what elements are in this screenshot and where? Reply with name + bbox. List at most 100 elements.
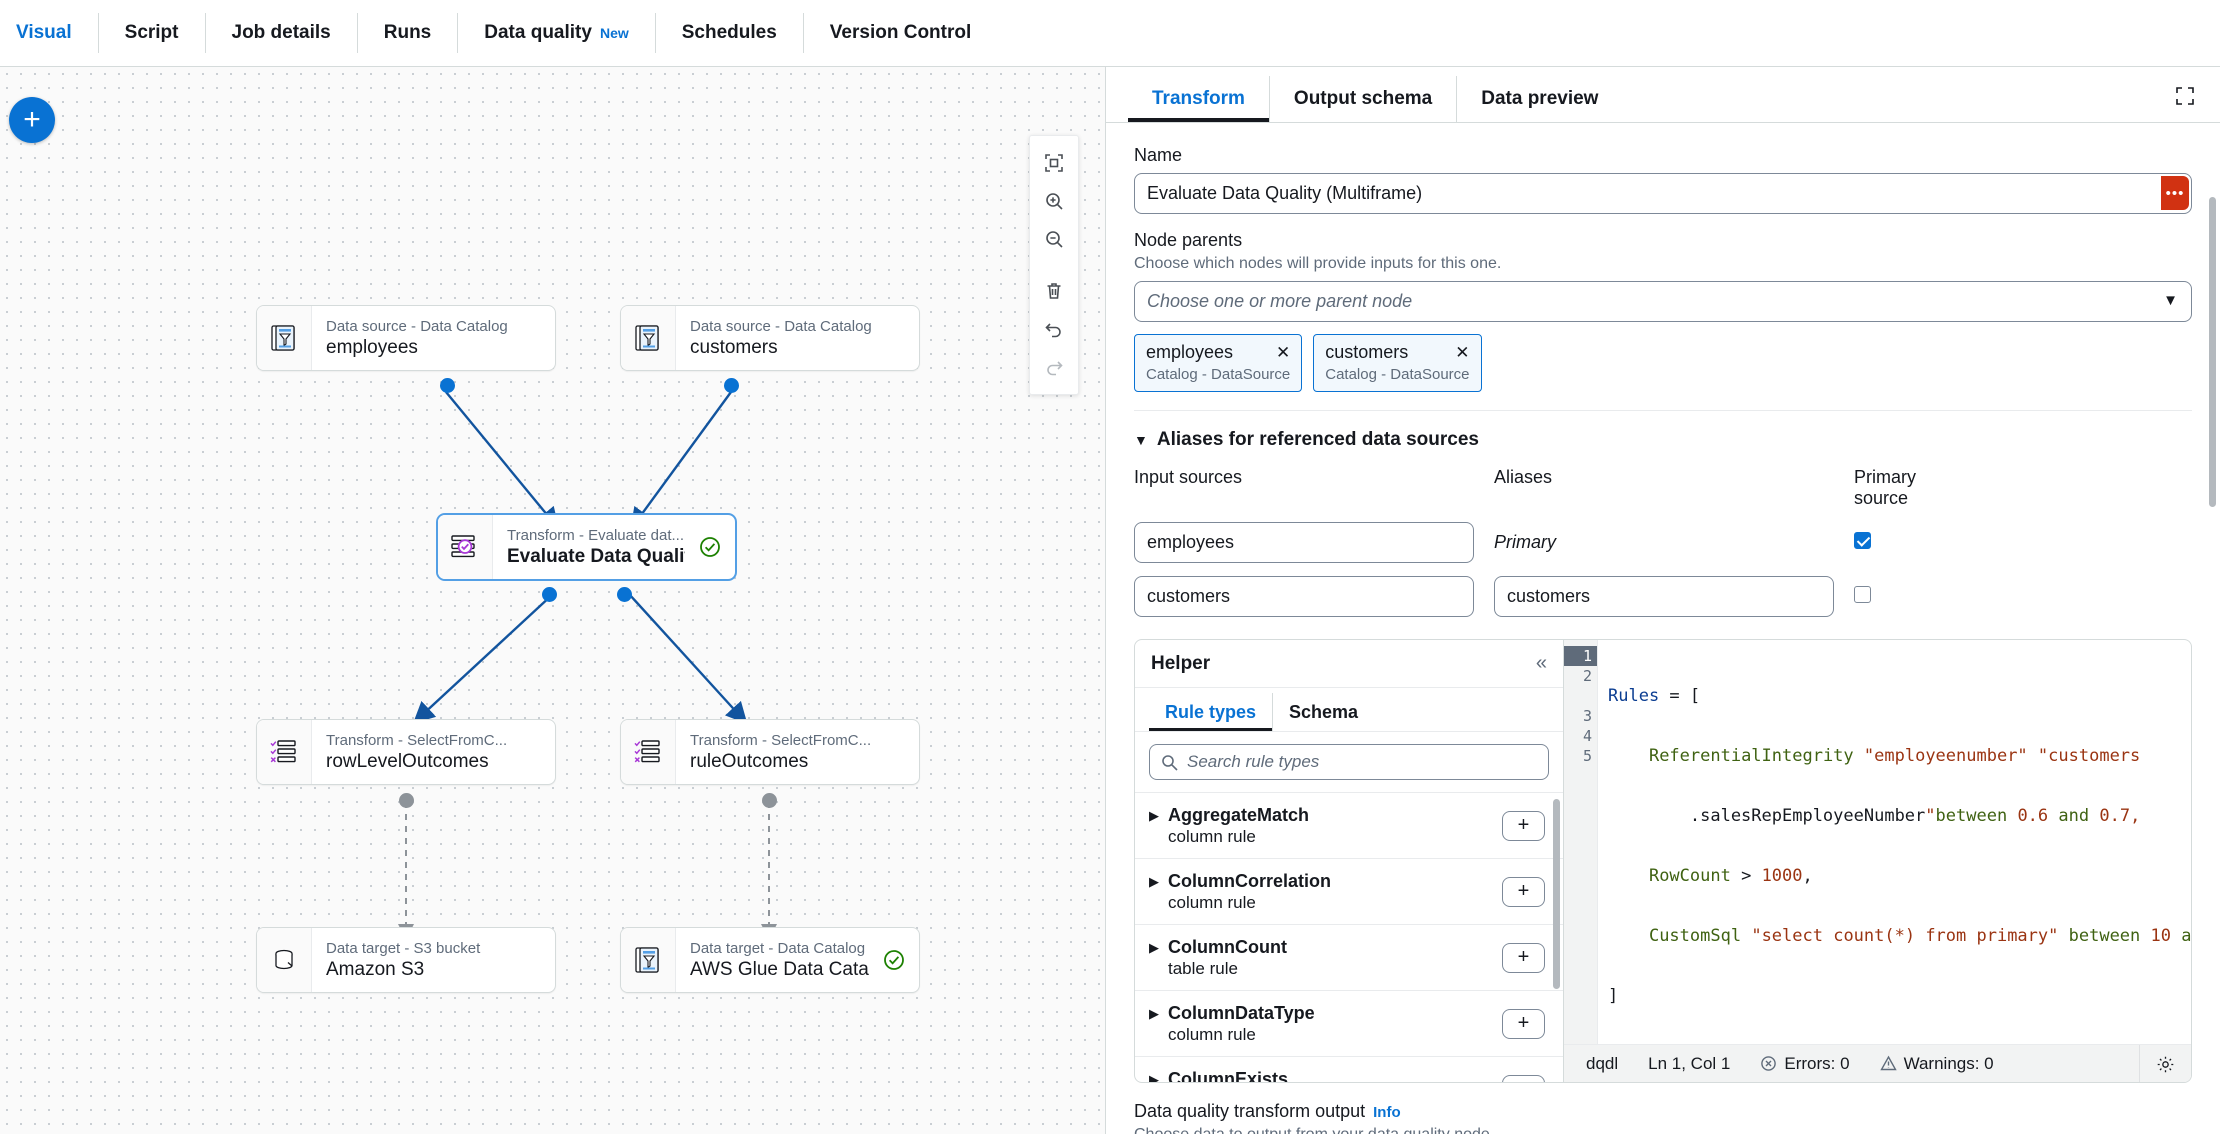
token-customers-label: customers [1325, 342, 1409, 362]
node-amazon-s3-target[interactable]: Data target - S3 bucket Amazon S3 [256, 927, 556, 993]
node-row-level-outcomes[interactable]: Transform - SelectFromC... rowLevelOutco… [256, 719, 556, 785]
node-customers[interactable]: Data source - Data Catalog customers [620, 305, 920, 371]
node-evaluate-output-port-1[interactable] [542, 587, 557, 602]
code-editor-text[interactable]: Rules = [ ReferentialIntegrity "employee… [1598, 640, 2191, 1044]
tab-job-details-label: Job details [231, 22, 331, 43]
node-subtitle: Data target - S3 bucket [326, 939, 481, 957]
caret-right-icon[interactable]: ▶ [1149, 808, 1159, 823]
node-employees-output-port[interactable] [440, 378, 455, 393]
dqdl-code-editor[interactable]: 1 2 3 4 5 Rules = [ ReferentialIntegrity… [1564, 639, 2192, 1083]
aliases-grid-header: Input sources Aliases Primary source [1134, 467, 2192, 509]
tab-runs-label: Runs [383, 22, 432, 43]
helper-search-wrapper: Search rule types [1135, 732, 1563, 792]
tab-data-quality[interactable]: Data quality New [458, 13, 656, 53]
primary-source-checkbox-employees[interactable] [1854, 531, 1871, 549]
visual-job-canvas[interactable]: + [0, 67, 1106, 1134]
node-row-level-outcomes-output-port[interactable] [399, 793, 414, 808]
tab-job-details[interactable]: Job details [206, 13, 358, 53]
line-number [1564, 686, 1597, 706]
collapse-left-icon[interactable]: « [1535, 652, 1547, 674]
node-evaluate-output-port-2[interactable] [617, 587, 632, 602]
redo-icon[interactable] [1033, 348, 1075, 386]
code-line-5: ] [1608, 986, 1619, 1006]
info-link[interactable]: Info [1373, 1104, 1401, 1121]
alias-row-customers: customers customers [1134, 576, 2192, 617]
node-subtitle: Transform - Evaluate dat... [507, 526, 685, 544]
zoom-out-icon[interactable] [1033, 220, 1075, 258]
add-rule-button[interactable]: + [1502, 1008, 1545, 1039]
expand-panel-icon[interactable] [2174, 85, 2196, 112]
rule-item-columncorrelation[interactable]: ▶ ColumnCorrelation column rule + [1135, 859, 1563, 925]
top-navigation-bar: Visual Script Job details Runs Data qual… [0, 0, 2220, 67]
node-glue-data-catalog-target[interactable]: Data target - Data Catalog AWS Glue Data… [620, 927, 920, 993]
undo-icon[interactable] [1033, 310, 1075, 348]
name-input[interactable]: Evaluate Data Quality (Multiframe) [1134, 173, 2192, 214]
panel-scrollbar[interactable] [2209, 197, 2216, 507]
node-rule-outcomes-output-port[interactable] [762, 793, 777, 808]
rule-kind: table rule [1168, 959, 1238, 978]
search-rule-types-input[interactable]: Search rule types [1149, 744, 1549, 780]
helper-tab-rule-types[interactable]: Rule types [1149, 693, 1274, 731]
rule-item-columndatatype[interactable]: ▶ ColumnDataType column rule + [1135, 991, 1563, 1057]
alias-source-employees-input[interactable]: employees [1134, 522, 1474, 563]
node-parents-select[interactable]: Choose one or more parent node ▼ [1134, 281, 2192, 322]
node-employees[interactable]: Data source - Data Catalog employees [256, 305, 556, 371]
helper-tab-schema[interactable]: Schema [1273, 693, 1374, 731]
tab-schedules[interactable]: Schedules [656, 13, 804, 53]
rule-item-columncount[interactable]: ▶ ColumnCount table rule + [1135, 925, 1563, 991]
panel-tab-transform[interactable]: Transform [1128, 76, 1270, 122]
node-parents-select-box[interactable]: Choose one or more parent node [1134, 281, 2192, 322]
line-number: 1 [1564, 646, 1597, 666]
caret-right-icon[interactable]: ▶ [1149, 940, 1159, 955]
node-evaluate-data-quality[interactable]: Transform - Evaluate dat... Evaluate Dat… [437, 514, 736, 580]
alias-name-customers-value: customers [1507, 586, 1591, 606]
rule-list-scrollbar[interactable] [1553, 799, 1560, 989]
alias-source-customers-input[interactable]: customers [1134, 576, 1474, 617]
panel-tab-output-schema[interactable]: Output schema [1270, 76, 1458, 122]
tab-runs[interactable]: Runs [358, 13, 459, 53]
rule-name: ColumnCorrelation [1168, 871, 1332, 891]
caret-right-icon[interactable]: ▶ [1149, 1006, 1159, 1021]
aliases-section-title: Aliases for referenced data sources [1156, 429, 1479, 450]
add-rule-button[interactable]: + [1502, 1074, 1545, 1082]
node-rule-outcomes[interactable]: Transform - SelectFromC... ruleOutcomes [620, 719, 920, 785]
code-editor-body[interactable]: 1 2 3 4 5 Rules = [ ReferentialIntegrity… [1564, 640, 2191, 1044]
add-rule-button[interactable]: + [1502, 942, 1545, 973]
tab-version-control[interactable]: Version Control [804, 13, 997, 53]
alias-source-customers-value: customers [1147, 586, 1231, 606]
tab-script[interactable]: Script [99, 13, 206, 53]
token-employees-remove-icon[interactable]: ✕ [1276, 343, 1291, 362]
tab-visual[interactable]: Visual [0, 13, 99, 53]
node-parents-tokens: employees ✕ Catalog - DataSource custome… [1134, 334, 2192, 392]
delete-icon[interactable] [1033, 272, 1075, 310]
header-primary-source: Primary source [1854, 467, 1916, 508]
aliases-section-toggle[interactable]: ▼ Aliases for referenced data sources [1134, 429, 2192, 451]
gear-icon[interactable] [2139, 1045, 2191, 1082]
token-employees-label: employees [1146, 342, 1234, 362]
helper-tab-schema-label: Schema [1289, 701, 1359, 722]
rule-name: ColumnExists [1168, 1069, 1289, 1082]
add-rule-button[interactable]: + [1502, 876, 1545, 907]
add-rule-button[interactable]: + [1502, 810, 1545, 841]
node-subtitle: Data source - Data Catalog [326, 317, 508, 335]
caret-right-icon[interactable]: ▶ [1149, 1072, 1159, 1082]
alias-name-customers-input[interactable]: customers [1494, 576, 1834, 617]
fit-screen-icon[interactable] [1033, 144, 1075, 182]
rule-name: ColumnDataType [1168, 1003, 1315, 1023]
rule-item-columnexists[interactable]: ▶ ColumnExists column rule + [1135, 1057, 1563, 1082]
zoom-in-icon[interactable] [1033, 182, 1075, 220]
node-parents-label: Node parents [1134, 230, 1243, 250]
token-customers-remove-icon[interactable]: ✕ [1455, 343, 1470, 362]
rule-types-list[interactable]: ▶ AggregateMatch column rule + ▶ [1135, 792, 1563, 1082]
rule-item-aggregatematch[interactable]: ▶ AggregateMatch column rule + [1135, 793, 1563, 859]
token-customers[interactable]: customers ✕ Catalog - DataSource [1313, 334, 1482, 392]
node-customers-output-port[interactable] [724, 378, 739, 393]
caret-right-icon[interactable]: ▶ [1149, 874, 1159, 889]
token-employees[interactable]: employees ✕ Catalog - DataSource [1134, 334, 1303, 392]
panel-tab-data-preview[interactable]: Data preview [1457, 76, 1622, 122]
primary-source-checkbox-customers[interactable] [1854, 585, 1871, 603]
line-number: 2 [1582, 667, 1592, 685]
node-title: rowLevelOutcomes [326, 750, 489, 772]
add-node-button[interactable]: + [9, 97, 55, 143]
node-title: customers [690, 336, 778, 358]
